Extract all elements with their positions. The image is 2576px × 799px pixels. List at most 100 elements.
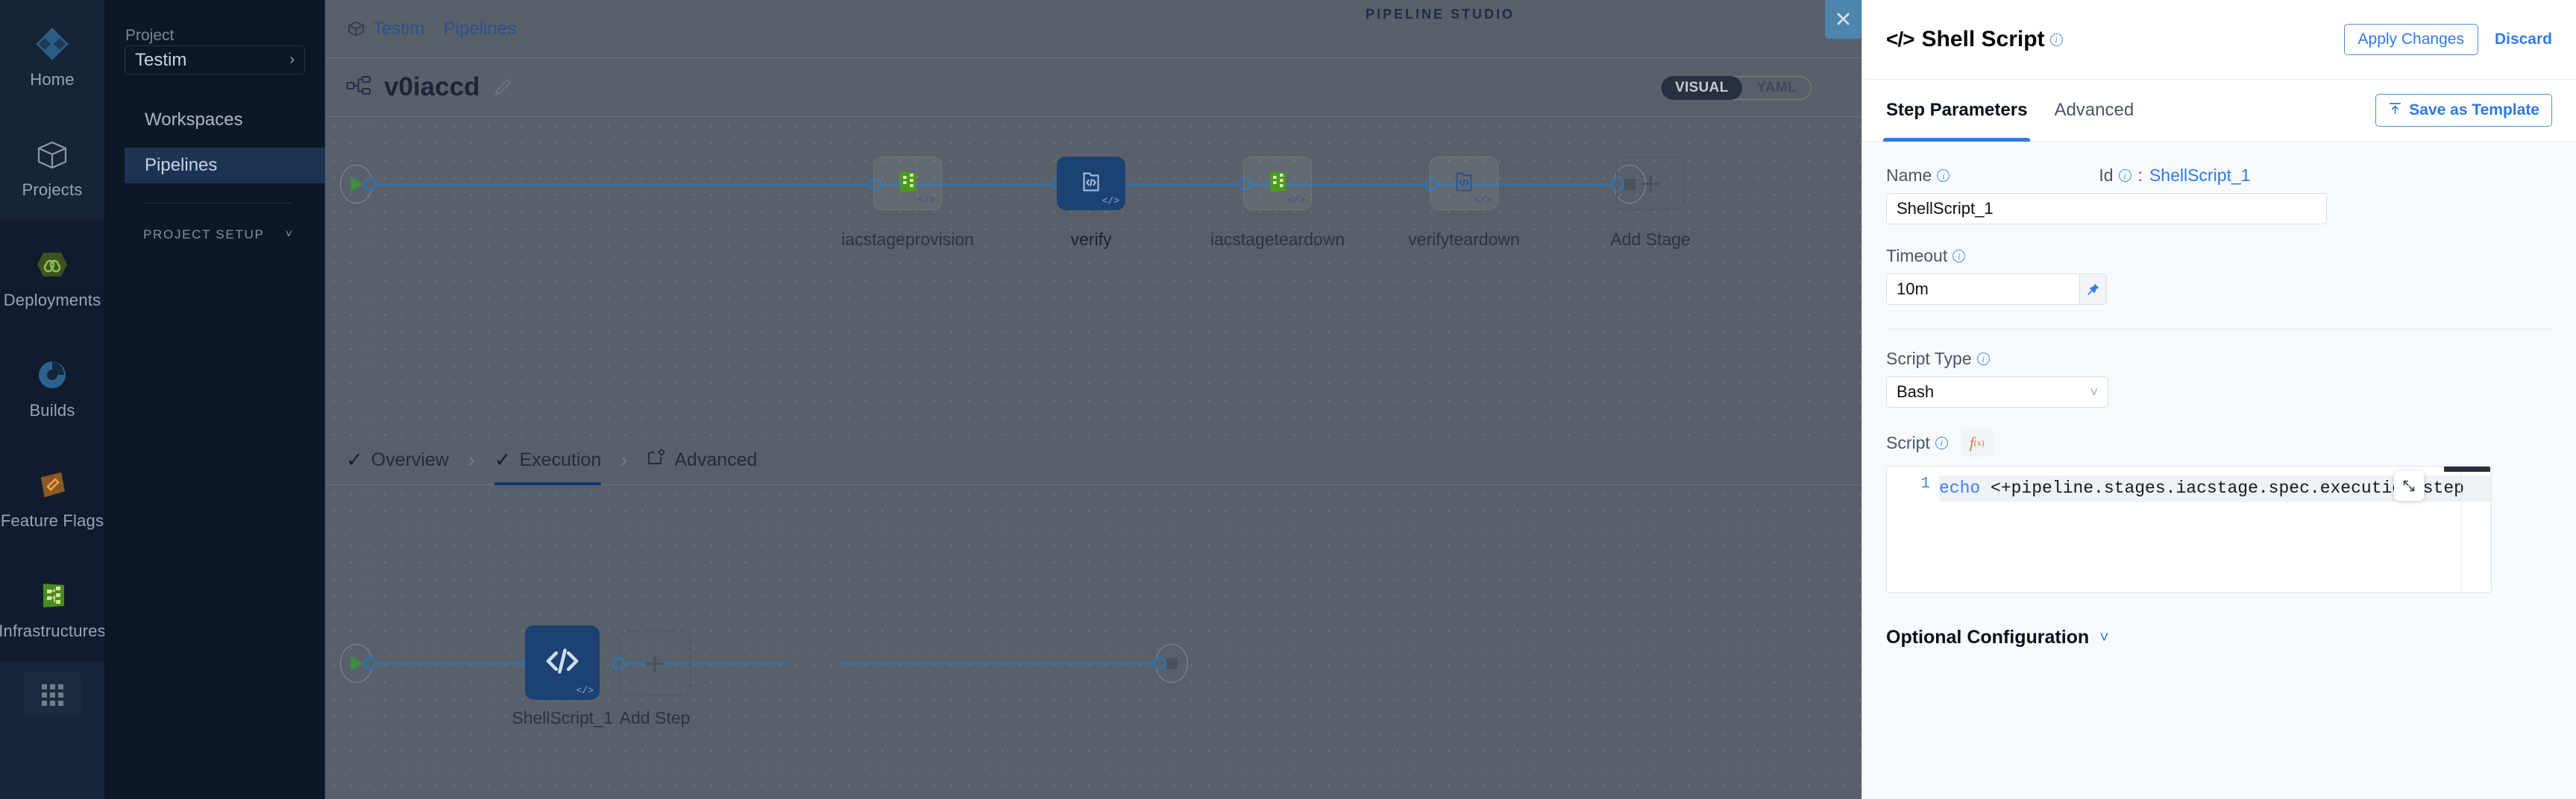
- stage-label: iacstageprovision: [841, 230, 974, 249]
- sidebar-item-infrastructures[interactable]: Infrastructures: [0, 552, 106, 662]
- step-node-shellscript-1[interactable]: </>: [525, 625, 600, 700]
- pipeline-title-bar: v0iaccd: [325, 57, 2576, 117]
- editor-horizontal-scrollbar[interactable]: [2444, 467, 2490, 472]
- code-badge-icon: </>: [576, 685, 594, 696]
- stage-node-verifyteardown[interactable]: </>: [1430, 157, 1498, 210]
- sidebar-item-projects[interactable]: Projects: [0, 110, 104, 221]
- step-label: ShellScript_1: [512, 708, 613, 727]
- line-number: 1: [1920, 476, 1930, 493]
- info-icon[interactable]: i: [1976, 353, 1990, 365]
- add-stage-button[interactable]: +: [1616, 157, 1685, 210]
- breadcrumb-link-testim[interactable]: Testim: [373, 18, 425, 39]
- sidebar-item-label: Pipelines: [145, 155, 218, 175]
- sidebar-item-label: Projects: [22, 180, 83, 199]
- name-input[interactable]: ShellScript_1: [1886, 193, 2327, 224]
- sidebar-item-builds[interactable]: Builds: [0, 331, 104, 441]
- apps-grid-icon[interactable]: [23, 672, 81, 717]
- edit-pencil-icon[interactable]: [492, 77, 513, 98]
- play-icon: [351, 656, 362, 671]
- project-sidebar: Project Testim › Workspaces Pipelines PR…: [104, 0, 325, 799]
- view-mode-toggle[interactable]: VISUAL YAML: [1660, 76, 1812, 100]
- sidebar-item-workspaces[interactable]: Workspaces: [125, 102, 325, 138]
- expand-icon[interactable]: [2394, 471, 2424, 501]
- apply-changes-button[interactable]: Apply Changes: [2343, 24, 2478, 55]
- upload-icon: [2388, 101, 2402, 120]
- script-field-header: Script i f(x): [1886, 429, 2552, 457]
- breadcrumb-separator: ›: [431, 19, 437, 38]
- panel-tab-bar: Step Parameters Advanced Save as Templat…: [1862, 80, 2576, 142]
- code-step-icon: [541, 639, 584, 686]
- code-stage-icon: [1450, 168, 1478, 200]
- tab-advanced[interactable]: Advanced: [647, 436, 757, 485]
- tab-execution[interactable]: ✓ Execution: [494, 436, 602, 485]
- tab-step-parameters[interactable]: Step Parameters: [1882, 80, 2031, 142]
- sidebar-item-pipelines[interactable]: Pipelines: [125, 148, 325, 183]
- stage-edge: [1430, 183, 1616, 186]
- breadcrumb-separator: ›: [523, 19, 529, 38]
- editor-gutter: 1: [1887, 467, 1938, 593]
- info-icon[interactable]: i: [1937, 169, 1950, 182]
- timeout-input[interactable]: 10m: [1886, 274, 2080, 305]
- step-edge: [366, 663, 527, 665]
- code-badge-icon: </>: [1102, 195, 1119, 206]
- primary-nav-rail: Home Projects Deployments Builds: [0, 0, 106, 799]
- stage-edge: [366, 183, 873, 186]
- add-step-button[interactable]: +: [618, 631, 691, 696]
- toggle-visual[interactable]: VISUAL: [1661, 76, 1743, 100]
- stage-edge: [1243, 183, 1430, 186]
- project-selector[interactable]: Testim ›: [125, 45, 305, 75]
- script-code-editor[interactable]: 1 echo <+pipeline.stages.iacstage.spec.e…: [1886, 466, 2492, 593]
- pin-icon[interactable]: [2080, 274, 2107, 305]
- sidebar-item-label: Home: [30, 69, 75, 89]
- sidebar-item-label: Infrastructures: [0, 621, 106, 640]
- add-stage-label: Add Stage: [1610, 230, 1691, 249]
- code-rest: <+pipeline.stages.iacstage.spec.executio…: [1991, 479, 2464, 498]
- project-setup-section[interactable]: PROJECT SETUP ˅: [143, 227, 292, 242]
- code-badge-icon: </>: [917, 195, 935, 206]
- code-icon: </>: [1886, 28, 1914, 51]
- check-icon: ✓: [346, 449, 363, 471]
- tab-separator-icon: ›: [621, 449, 628, 471]
- sidebar-item-home[interactable]: Home: [0, 0, 104, 110]
- info-icon[interactable]: i: [1953, 250, 1966, 262]
- pipeline-studio-banner: PIPELINE STUDIO: [1347, 0, 1533, 28]
- save-as-template-label: Save as Template: [2409, 101, 2539, 119]
- step-port: [1153, 657, 1166, 670]
- stage-port: [868, 177, 882, 191]
- code-keyword: echo: [1939, 479, 1981, 498]
- step-id-block: Id i : ShellScript_1: [2099, 165, 2250, 186]
- stage-node-iacstageprovision[interactable]: </>: [873, 157, 942, 210]
- panel-header: </> Shell Script i Apply Changes Discard: [1862, 0, 2576, 80]
- project-selector-value: Testim: [135, 49, 187, 70]
- chevron-down-icon: ˅: [285, 228, 292, 241]
- script-type-label: Script Type i: [1886, 349, 2552, 369]
- project-setup-label: PROJECT SETUP: [143, 227, 265, 241]
- optional-configuration-toggle[interactable]: Optional Configuration ˅: [1886, 627, 2552, 648]
- fx-expression-button[interactable]: f(x): [1960, 429, 1994, 457]
- tab-label: Advanced: [674, 449, 758, 470]
- save-as-template-button[interactable]: Save as Template: [2375, 94, 2552, 127]
- tab-overview[interactable]: ✓ Overview: [346, 436, 449, 485]
- close-icon[interactable]: ✕: [1825, 0, 1862, 39]
- breadcrumb-link-pipelines[interactable]: Pipelines: [443, 18, 517, 39]
- stage-node-verify[interactable]: </>: [1057, 157, 1125, 210]
- info-icon[interactable]: i: [2118, 169, 2132, 182]
- pipeline-icon: [346, 75, 371, 101]
- sidebar-item-deployments[interactable]: Deployments: [0, 221, 104, 331]
- toggle-yaml[interactable]: YAML: [1756, 80, 1797, 95]
- tab-advanced[interactable]: Advanced: [2054, 100, 2134, 120]
- stage-node-iacstageteardown[interactable]: </>: [1243, 157, 1312, 210]
- breadcrumb: Testim › Pipelines ›: [325, 0, 2576, 57]
- stage-label: iacstageteardown: [1210, 230, 1345, 249]
- sidebar-item-label: Workspaces: [145, 110, 243, 130]
- info-icon[interactable]: i: [2049, 33, 2063, 46]
- check-icon: ✓: [494, 449, 512, 471]
- script-type-select[interactable]: Bash ˅: [1886, 376, 2108, 408]
- stage-port: [1238, 177, 1251, 191]
- id-value[interactable]: ShellScript_1: [2149, 165, 2251, 185]
- discard-button[interactable]: Discard: [2494, 31, 2552, 48]
- info-icon[interactable]: i: [1935, 436, 1948, 449]
- sidebar-item-feature-flags[interactable]: Feature Flags: [0, 441, 104, 552]
- stop-icon: [1624, 178, 1636, 190]
- pie-build-icon: [31, 354, 73, 396]
